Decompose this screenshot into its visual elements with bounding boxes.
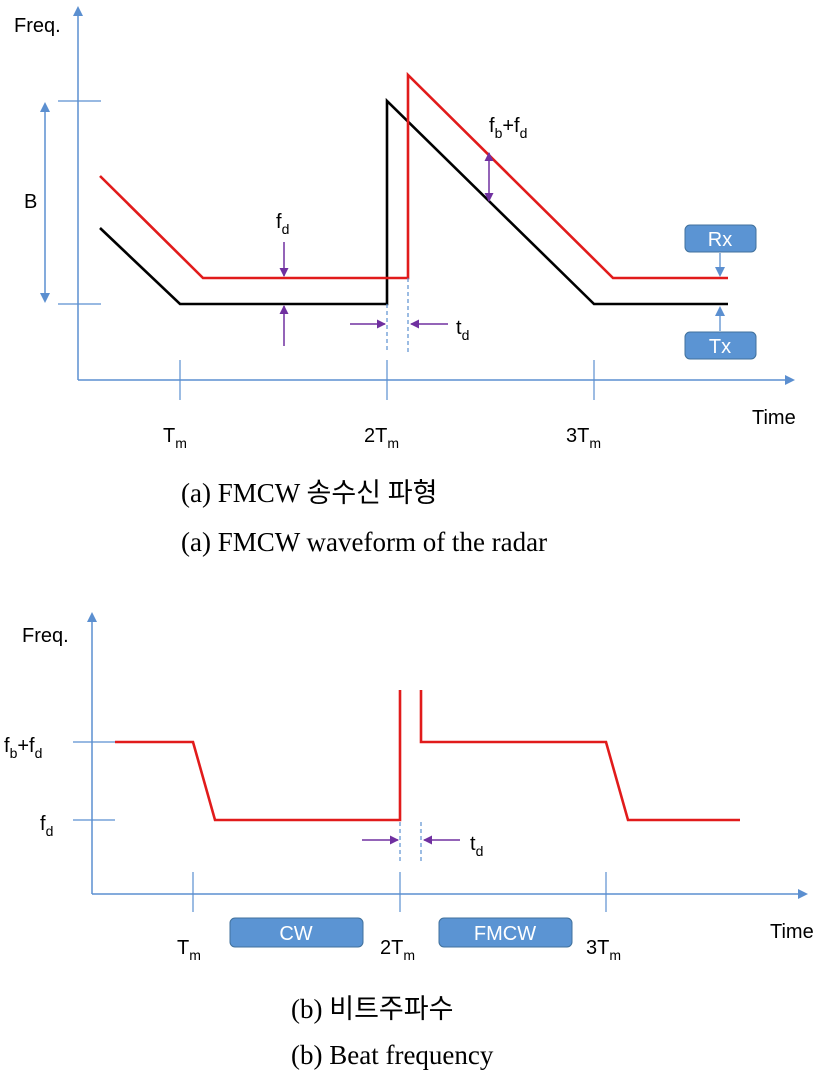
caption-b-english: (b) Beat frequency [291,1040,494,1070]
tick-label-2tm-a: 2Tm [364,425,399,451]
fd-label-a: fd [276,211,289,237]
beat-waveform-left [115,690,402,822]
tick-label-tm-b: Tm [177,937,201,963]
fmcw-box [438,917,573,948]
x-axis-label-b: Time [770,921,814,943]
rx-waveform [99,71,728,280]
x-axis-label-a: Time [752,407,796,429]
y-axis-label-b: Freq. [22,625,69,647]
rx-box [684,224,757,253]
fmcw-box-label: FMCW [474,923,536,945]
caption-a-korean: (a) FMCW 송수신 파형 [181,478,437,508]
bandwidth-label: B [24,191,37,213]
tick-label-3tm-b: 3Tm [586,937,621,963]
level-label-fbfd: fb+fd [4,735,42,761]
beat-waveform-right [419,690,740,822]
tick-label-tm-a: Tm [163,425,187,451]
caption-a-english: (a) FMCW waveform of the radar [181,527,547,557]
cw-box-label: CW [279,923,312,945]
fbfd-label-a: fb+fd [489,115,527,141]
tx-box [684,331,757,360]
td-label-b: td [470,833,483,859]
diagram-b: Freq. Time fb+fd fd Tm 2Tm 3Tm td CW FMC… [4,612,814,1070]
tick-label-3tm-a: 3Tm [566,425,601,451]
caption-b-korean: (b) 비트주파수 [291,994,453,1024]
td-label-a: td [456,317,469,343]
level-label-fd: fd [40,813,53,839]
rx-box-label: Rx [708,229,732,251]
tick-label-2tm-b: 2Tm [380,937,415,963]
tx-box-label: Tx [709,336,731,358]
y-axis-label-a: Freq. [14,15,61,37]
diagram-a: Freq. Time Tm 2Tm 3Tm B fd fb+fd td [14,6,796,557]
cw-box [229,917,364,948]
tx-waveform [99,97,728,306]
